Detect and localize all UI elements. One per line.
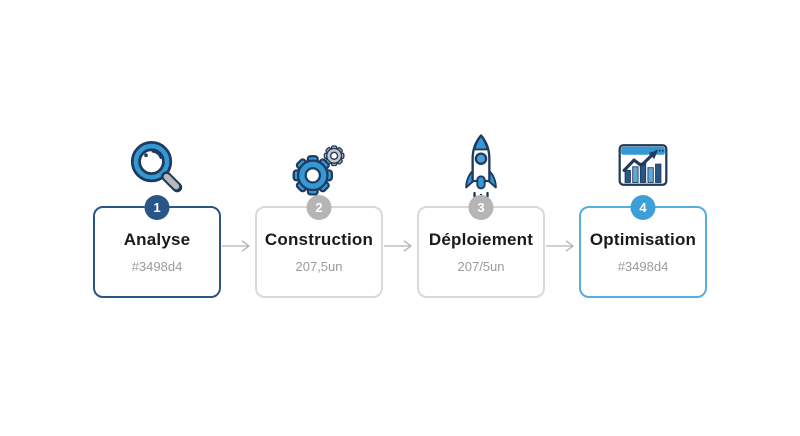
step-title: Analyse (123, 230, 191, 249)
step-subtitle: 207/5un (457, 259, 505, 274)
magnifier-icon (124, 128, 190, 204)
gears-icon (287, 128, 351, 204)
step-deploiement: 3 Déploiement 207/5un (417, 128, 545, 298)
step-optimisation: 4 Optimisation #3498d4 (579, 128, 707, 298)
step-subtitle: #3498d4 (617, 259, 669, 274)
step-analyse: 1 Analyse #3498d4 (93, 128, 221, 298)
step-subtitle: #3498d4 (131, 259, 183, 274)
step-card: 1 Analyse #3498d4 (93, 195, 221, 298)
step-number-badge: 4 (630, 195, 656, 220)
step-number-badge: 1 (144, 195, 170, 220)
step-title: Déploiement (428, 230, 534, 249)
step-card: 2 Construction 207,5un (255, 195, 383, 298)
step-card: 4 Optimisation #3498d4 (579, 195, 707, 298)
process-flow-diagram: 1 Analyse #3498d4 (93, 128, 707, 298)
flow-arrow-icon (383, 239, 417, 258)
step-title: Optimisation (589, 230, 697, 249)
step-number-badge: 3 (468, 195, 494, 220)
rocket-icon (455, 128, 507, 204)
flow-arrow-icon (545, 239, 579, 258)
step-card: 3 Déploiement 207/5un (417, 195, 545, 298)
step-construction: 2 Construction 207,5un (255, 128, 383, 298)
step-subtitle: 207,5un (295, 259, 343, 274)
step-title: Construction (264, 230, 374, 249)
flow-arrow-icon (221, 239, 255, 258)
chart-icon (617, 128, 669, 204)
step-number-badge: 2 (306, 195, 332, 220)
